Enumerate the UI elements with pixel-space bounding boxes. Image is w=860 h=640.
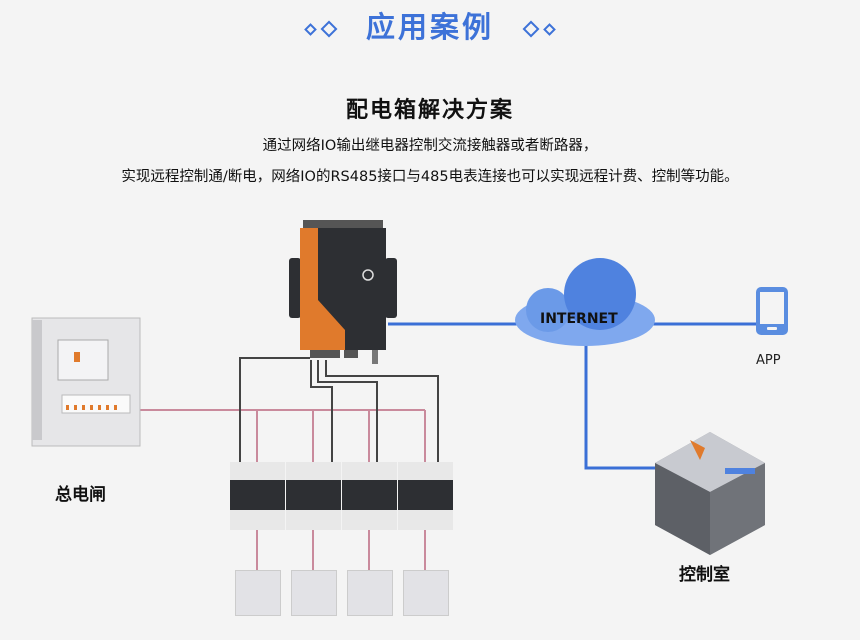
control-room-image (655, 432, 765, 555)
network-io-device-image (289, 220, 397, 364)
main-switch-label: 总电闸 (55, 485, 106, 505)
network-lines (388, 322, 760, 470)
contactor-1 (230, 462, 285, 530)
distribution-box-image (31, 317, 141, 447)
description-line-1: 通过网络IO输出继电器控制交流接触器或者断路器， (262, 138, 598, 154)
contactor-2 (286, 462, 341, 530)
control-room-label: 控制室 (679, 565, 730, 585)
description-line-2: 实现远程控制通/断电，网络IO的RS485接口与485电表连接也可以实现远程计费… (121, 169, 739, 185)
wall-switch-4 (403, 570, 449, 616)
contactor-3 (342, 462, 397, 530)
app-label: APP (756, 353, 781, 368)
wall-switch-3 (347, 570, 393, 616)
internet-label: INTERNET (540, 311, 618, 327)
phone-app-icon (756, 287, 788, 335)
contactor-4 (398, 462, 453, 530)
internet-cloud-icon (515, 258, 655, 346)
solution-title: 配电箱解决方案 (345, 98, 514, 123)
signal-lines (239, 357, 439, 462)
wall-switch-2 (291, 570, 337, 616)
wall-switch-1 (235, 570, 281, 616)
section-title: 应用案例 (0, 4, 860, 46)
section-title-text: 应用案例 (365, 10, 494, 44)
